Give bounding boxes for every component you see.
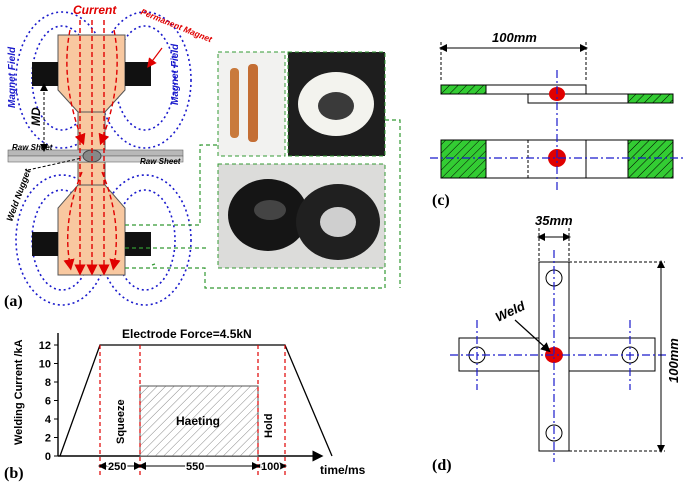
weld-nugget-pointer <box>27 157 83 171</box>
weld-label: Weld <box>493 298 528 325</box>
segment-1-label: 250 <box>108 461 126 473</box>
upper-left-magnet <box>32 62 58 86</box>
segment-2-label: 550 <box>186 461 204 473</box>
panel-d: 35mm 100mm Weld (d) <box>432 213 681 474</box>
y-axis-label: Welding Current /kA <box>13 339 25 445</box>
heating-label: Haeting <box>176 414 220 428</box>
permanent-magnet-label: Permanent Magnet <box>139 7 214 45</box>
panel-c-label: (c) <box>432 192 450 209</box>
photo-magnet-1-hole <box>254 200 286 220</box>
panel-b: Electrode Force=4.5kN 0 2 4 6 8 10 12 Welding … <box>4 327 366 482</box>
y-tick-label: 2 <box>45 433 51 445</box>
electrode-force-label: Electrode Force=4.5kN <box>122 327 252 341</box>
photo-electrode-1 <box>230 68 239 138</box>
dim-35mm-label: 35mm <box>535 213 573 228</box>
dim-100mm-label: 100mm <box>492 30 537 45</box>
y-tick-label: 0 <box>45 451 51 463</box>
md-label: MD <box>29 107 43 126</box>
panel-a: MD Current Permanent Magnet Magnet Field… <box>4 3 401 310</box>
photo-electrode-2 <box>248 64 258 142</box>
raw-sheet-left-label: Raw Sheet <box>12 143 53 152</box>
photo-ceramic-hole <box>318 92 354 120</box>
panel-d-centerlines <box>450 250 668 462</box>
dim-100mm-vertical-label: 100mm <box>666 338 681 383</box>
panel-b-label: (b) <box>4 465 24 482</box>
y-tick-label: 12 <box>39 340 51 352</box>
y-tick-label: 4 <box>45 414 52 426</box>
x-axis-label: time/ms <box>320 463 366 477</box>
y-tick-label: 10 <box>39 359 51 371</box>
photo-magnet-2-hole <box>320 207 356 237</box>
magnet-field-left-label: Magnet Field <box>7 46 18 108</box>
top-hatch-left <box>440 139 487 179</box>
hold-label: Hold <box>263 414 275 438</box>
heating-region <box>139 385 259 457</box>
current-profile <box>59 344 333 457</box>
panel-a-label: (a) <box>4 293 23 310</box>
side-hatch-right <box>627 93 674 104</box>
panel-c: 100mm (c) <box>430 30 685 209</box>
photo-connectors <box>125 119 401 289</box>
hole-bottom <box>545 424 563 442</box>
photos <box>217 51 386 269</box>
permanent-magnet-pointer <box>147 47 163 68</box>
raw-sheet-right-label: Raw Sheet <box>140 157 181 166</box>
squeeze-label: Squeeze <box>115 399 127 444</box>
weld-nugget-label: Weld Nugget <box>4 167 32 223</box>
current-label: Current <box>73 3 117 17</box>
y-tick-label: 6 <box>45 396 51 408</box>
lower-left-magnet <box>32 232 58 256</box>
weld-pointer <box>514 319 551 353</box>
phase-dividers <box>99 345 286 475</box>
magnet-field-right-label: Magnet Field <box>170 43 181 105</box>
lower-right-magnet <box>125 232 151 256</box>
panel-c-centerlines <box>430 70 685 190</box>
upper-right-magnet <box>125 62 151 86</box>
top-hatch-right <box>627 139 674 179</box>
y-tick-label: 8 <box>45 377 51 389</box>
panel-d-label: (d) <box>432 457 452 474</box>
side-hatch-left <box>440 84 487 95</box>
segment-3-label: 100 <box>261 461 279 473</box>
y-ticks: 0 2 4 6 8 10 12 <box>39 340 58 463</box>
current-lines <box>63 20 121 276</box>
